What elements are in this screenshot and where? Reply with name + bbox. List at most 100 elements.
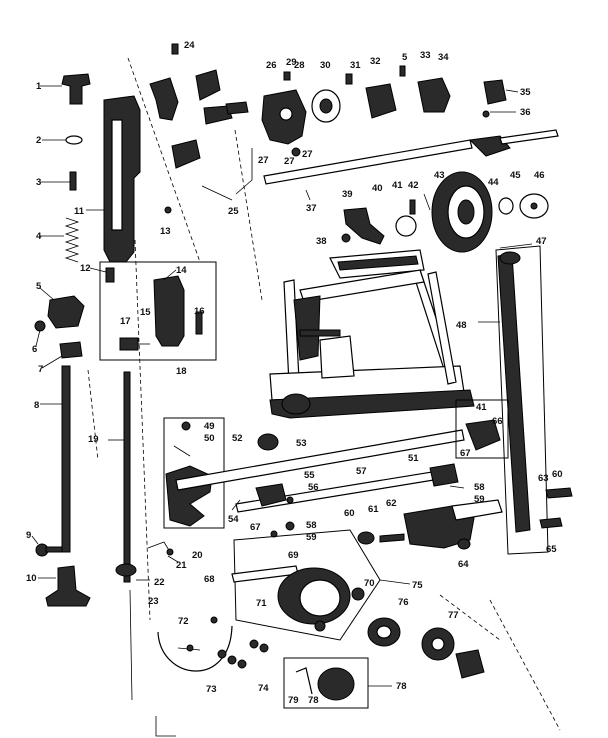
label-55: 55: [304, 470, 315, 481]
label-45: 45: [510, 170, 521, 181]
label-10: 10: [26, 573, 37, 584]
label-59a: 59: [474, 494, 485, 505]
label-39: 39: [342, 189, 353, 200]
label-15: 15: [140, 307, 151, 318]
label-53: 53: [296, 438, 307, 449]
label-61: 61: [368, 504, 379, 515]
label-74: 74: [258, 683, 269, 694]
label-5: 5: [36, 281, 42, 292]
label-33: 33: [420, 50, 431, 61]
label-38: 38: [316, 236, 327, 247]
label-30: 30: [320, 60, 331, 71]
label-51: 51: [408, 453, 419, 464]
label-5b: 5: [402, 52, 408, 63]
label-36: 36: [520, 107, 531, 118]
label-1: 1: [36, 81, 42, 92]
label-41b: 41: [476, 402, 487, 413]
label-13: 13: [160, 226, 171, 237]
label-75: 75: [412, 580, 423, 591]
label-42: 42: [408, 180, 419, 191]
label-54: 54: [228, 514, 239, 525]
vertical-shaft: [478, 243, 549, 555]
label-46: 46: [534, 170, 545, 181]
top-shaft-parts: [283, 65, 519, 157]
label-58b: 58: [306, 520, 317, 531]
label-76: 76: [398, 597, 409, 608]
label-78: 78: [308, 695, 319, 706]
needle-clamp-group-box: [99, 261, 217, 361]
label-25: 25: [228, 206, 239, 217]
label-31: 31: [350, 60, 361, 71]
needle-bar: [108, 371, 150, 701]
part-74-chain: [217, 639, 269, 669]
label-79: 79: [288, 695, 299, 706]
label-64: 64: [458, 559, 469, 570]
label-41: 41: [392, 180, 403, 191]
label-68: 68: [204, 574, 215, 585]
label-34: 34: [438, 52, 449, 63]
label-71: 71: [256, 598, 267, 609]
label-67: 67: [460, 448, 471, 459]
label-49: 49: [204, 421, 215, 432]
label-16: 16: [194, 306, 205, 317]
label-12: 12: [80, 263, 91, 274]
label-20: 20: [192, 550, 203, 561]
label-2: 2: [36, 135, 41, 146]
parts-20-21: [147, 541, 179, 563]
label-47: 47: [536, 236, 547, 247]
label-87: 67: [250, 522, 261, 533]
label-22: 22: [154, 577, 165, 588]
label-43: 43: [434, 170, 445, 181]
box-78-80: [283, 657, 392, 709]
top-linkage: [149, 43, 307, 201]
label-56: 56: [308, 482, 319, 493]
label-40: 40: [372, 183, 383, 194]
label-27a: 27: [258, 155, 269, 166]
label-69: 69: [288, 550, 299, 561]
label-63: 63: [538, 473, 549, 484]
label-59b: 59: [306, 532, 317, 543]
label-28: 28: [294, 60, 305, 71]
dashed-guides: [87, 57, 561, 731]
label-14: 14: [176, 265, 187, 276]
arm-parts-38-42: [341, 193, 431, 245]
label-50: 50: [204, 433, 215, 444]
label-29: 29: [286, 57, 297, 68]
box-66-67: [449, 399, 509, 489]
label-23: 23: [148, 596, 159, 607]
label-60a: 60: [552, 469, 563, 480]
left-column-parts: [31, 73, 91, 607]
label-6: 6: [32, 344, 37, 355]
machine-body: [269, 249, 475, 419]
label-62: 62: [386, 498, 397, 509]
label-19: 19: [88, 434, 99, 445]
label-77: 77: [448, 610, 459, 621]
feed-rock-shaft-57: [231, 463, 459, 513]
label-18: 18: [176, 366, 187, 377]
part-labels: 1 2 3 4 5 6 7 8 9 10 11 12 13 14 15 16 1…: [26, 40, 563, 706]
label-60b: 60: [344, 508, 355, 519]
label-58a: 58: [474, 482, 485, 493]
rock-shaft-51: [175, 429, 465, 491]
label-80: 78: [396, 681, 407, 692]
label-11: 11: [74, 206, 85, 217]
label-65: 65: [546, 544, 557, 555]
needle-bar-frame: [86, 95, 172, 283]
handwheel: [431, 171, 549, 253]
label-21: 21: [176, 560, 187, 571]
label-3: 3: [36, 177, 41, 188]
label-72: 72: [178, 616, 189, 627]
shuttle-race-group: [231, 529, 411, 641]
label-37: 37: [306, 203, 317, 214]
label-48: 48: [456, 320, 467, 331]
label-27c: 27: [302, 149, 313, 160]
label-4: 4: [36, 231, 42, 242]
label-27b: 27: [284, 156, 295, 167]
shuttle-ring: [157, 616, 233, 672]
bobbin-parts: [367, 617, 485, 679]
label-24: 24: [184, 40, 195, 51]
label-7: 7: [38, 364, 43, 375]
label-35: 35: [520, 87, 531, 98]
label-57: 57: [356, 466, 367, 477]
label-9: 9: [26, 530, 31, 541]
